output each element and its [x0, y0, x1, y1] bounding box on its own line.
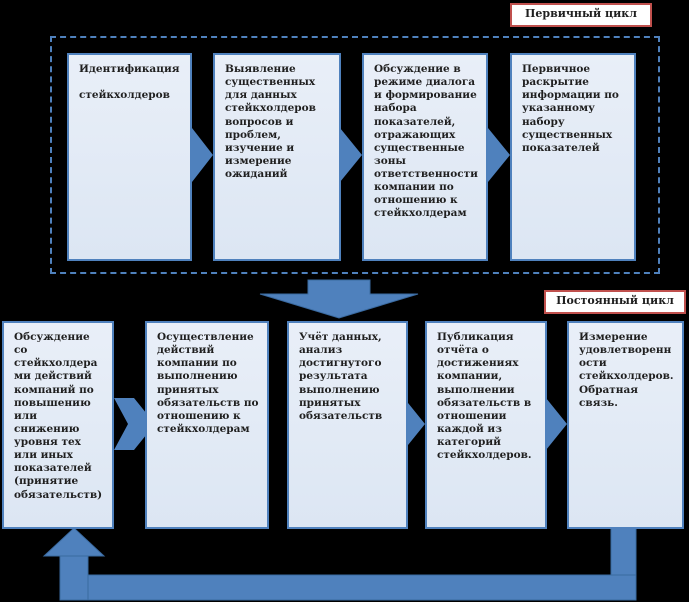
primary-step-4: Первичное раскрытие информации по указан…	[510, 53, 636, 261]
primary-step-2: Выявление существенных для данных стейкх…	[213, 53, 341, 261]
permanent-cycle-label: Постоянный цикл	[544, 290, 686, 314]
permanent-step-1: Обсуждение со стейкхолдерами действий ко…	[2, 321, 114, 529]
permanent-step-2: Осуществление действий компании по выпол…	[145, 321, 269, 529]
up-arrow-icon	[42, 527, 106, 557]
permanent-step-4: Публикация отчёта о достижениях компании…	[425, 321, 547, 529]
chevron-icon	[114, 398, 155, 450]
primary-cycle-frame	[50, 36, 660, 274]
feedback-loop-bottom	[59, 574, 637, 601]
primary-cycle-label: Первичный цикл	[510, 3, 652, 27]
primary-step-1: Идентификация стейкхолдеров	[67, 53, 192, 261]
primary-step-3: Обсуждение в режиме диалога и формирован…	[362, 53, 488, 261]
permanent-step-3: Учёт данных, анализ достигнутого результ…	[287, 321, 408, 529]
permanent-step-5: Измерение удовлетворенности стейкхолдеро…	[567, 321, 684, 529]
feedback-loop-left	[59, 554, 89, 601]
down-arrow-icon	[259, 279, 419, 319]
